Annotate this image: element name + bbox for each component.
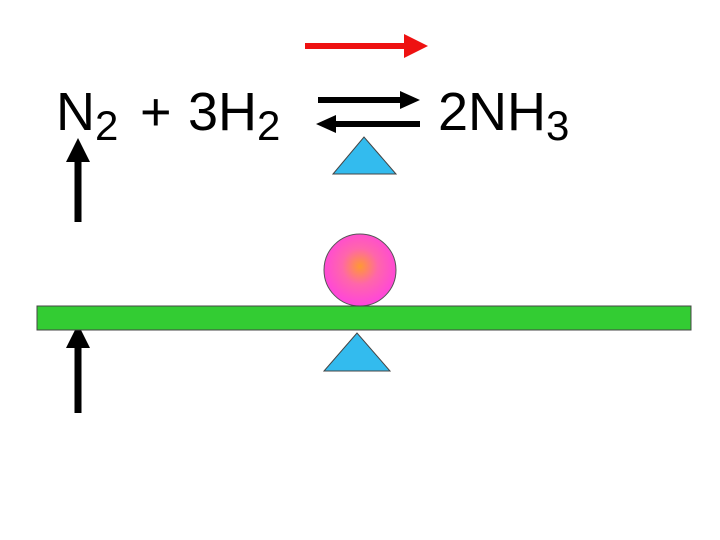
reactant-nitrogen: N2 [56,82,118,149]
lower-arrow-up-icon [66,324,90,413]
product-ammonia: 2NH3 [438,82,569,149]
balance-ball [323,233,397,307]
chemical-equation: N2 + 3H2 2NH3 [56,82,569,149]
upper-arrow-up-icon [66,138,90,222]
equilibrium-arrows-icon [316,91,420,133]
upper-fulcrum-triangle [331,136,398,175]
plus-sign: + [140,82,172,142]
balance-beam [36,305,692,331]
reactant-hydrogen: 3H2 [188,82,280,149]
shift-arrow-icon [305,34,428,58]
lower-fulcrum-triangle [322,332,392,372]
